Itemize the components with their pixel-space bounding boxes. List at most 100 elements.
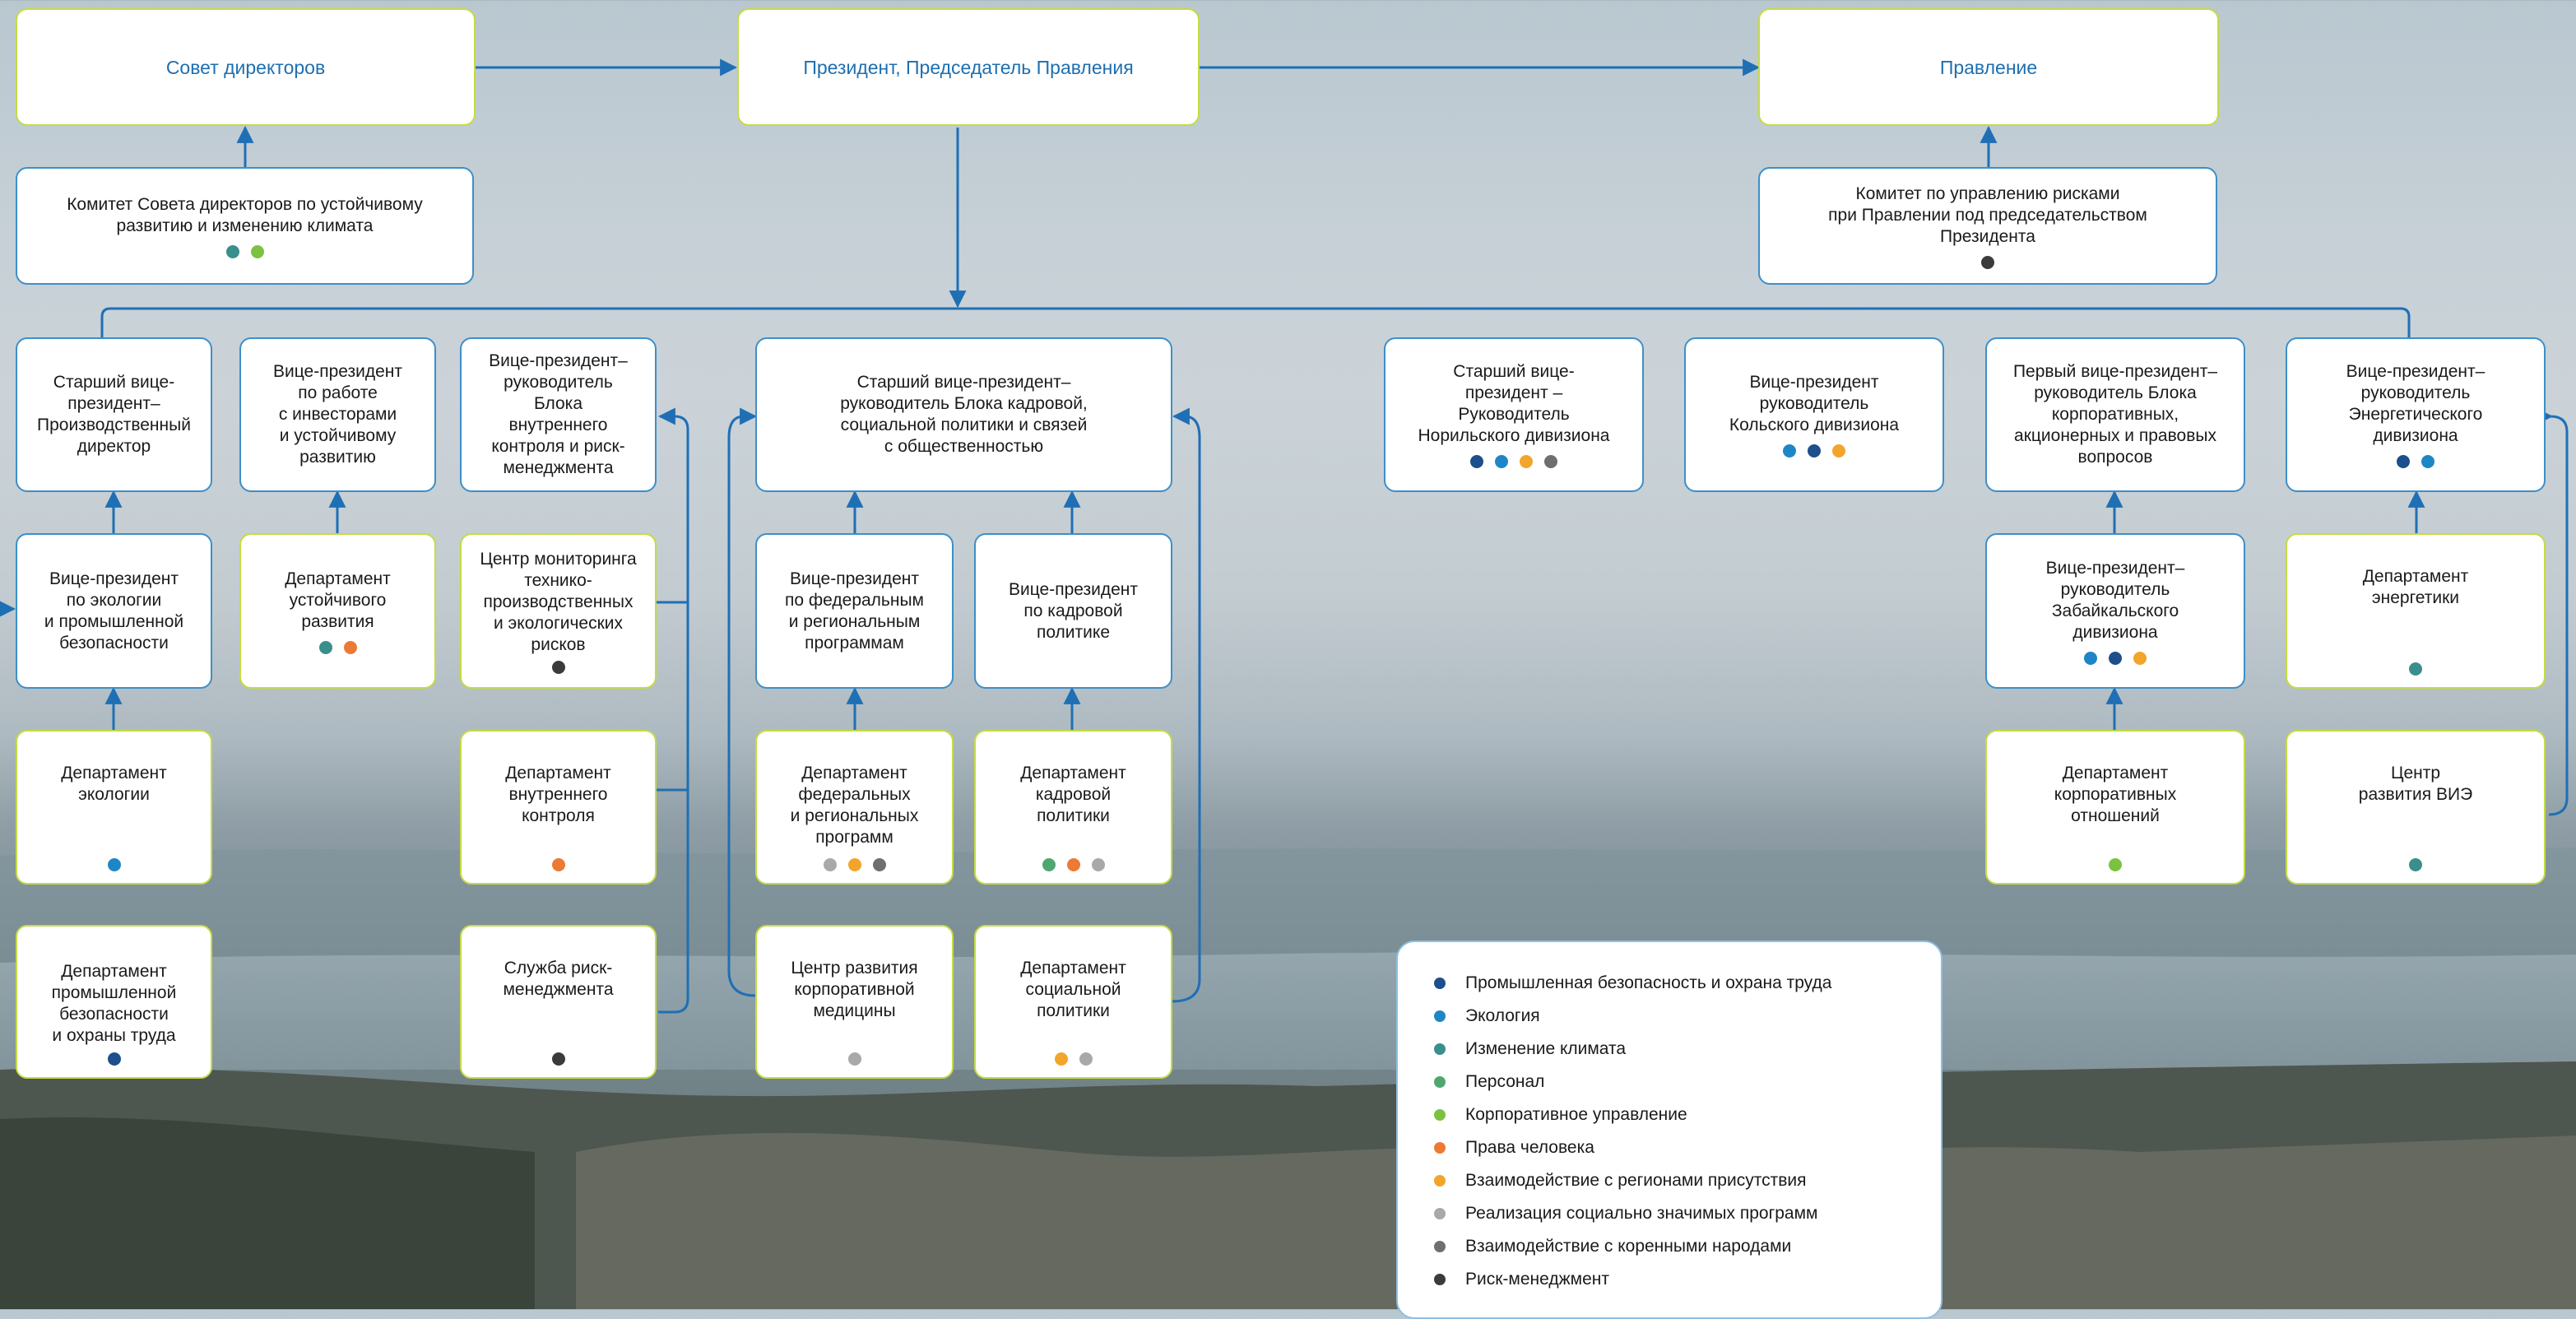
legend-label: Риск-менеджмент (1465, 1270, 1609, 1289)
center-renewables-box: Центр развития ВИЭ (2286, 730, 2546, 885)
legend-label: Взаимодействие с коренными народами (1465, 1237, 1792, 1256)
first-vp-corporate-label: Первый вице-президент– руководитель Блок… (2012, 362, 2218, 467)
legend-label: Персонал (1465, 1072, 1545, 1091)
dept-corporate-relations-box: Департамент корпоративных отношений (1985, 730, 2245, 885)
vp-hr-policy-box: Вице-президент по кадровой политике (974, 533, 1172, 689)
risk-dot (551, 660, 565, 674)
vp-energy-label: Вице-президент– руководитель Энергетичес… (2346, 362, 2485, 445)
governance-dot (2109, 858, 2122, 871)
dept-hr-label: Департамент кадровой политики (1020, 764, 1126, 825)
dept-corporate-relations-label: Департамент корпоративных отношений (2054, 764, 2177, 825)
legend-item-indigenous: Взаимодействие с коренными народами (1434, 1230, 1941, 1263)
legend-item-governance: Корпоративное управление (1434, 1098, 1941, 1131)
regions-dot (847, 858, 861, 871)
dept-internal-control-label: Департамент внутреннего контроля (505, 764, 611, 825)
topic-dots (2397, 455, 2434, 468)
safety-dot (1808, 444, 1821, 457)
center-medicine-box: Центр развития корпоративной медицины (755, 925, 954, 1079)
legend-label: Изменение климата (1465, 1039, 1627, 1058)
vp-kola-box: Вице-президент руководитель Кольского ди… (1684, 337, 1944, 492)
risk-dot (1981, 255, 1994, 269)
first-vp-corporate-box: Первый вице-президент– руководитель Блок… (1985, 337, 2245, 492)
legend-item-ecology: Экология (1434, 1000, 1941, 1033)
social-programs-dot (1091, 858, 1105, 871)
climate-dot (2409, 662, 2422, 676)
vp-hr-policy-label: Вице-президент по кадровой политике (1009, 579, 1138, 642)
vp-ecology-box: Вице-президент по экологии и промышленно… (16, 533, 212, 689)
ecology-dot (2421, 455, 2434, 468)
management-board-label: Правление (1939, 56, 2038, 78)
regions-dot (1520, 455, 1533, 468)
vp-zabaikalsky-box: Вице-президент– руководитель Забайкальск… (1985, 533, 2245, 689)
topic-dots (757, 858, 952, 871)
president-label: Президент, Председатель Правления (803, 56, 1134, 78)
risk-service-box: Служба риск- менеджмента (460, 925, 657, 1079)
legend-label: Промышленная безопасность и охрана труда (1465, 973, 1832, 992)
vp-federal-label: Вице-президент по федеральным и регионал… (785, 569, 924, 653)
safety-dot (2397, 455, 2410, 468)
legend-item-human-rights: Права человека (1434, 1131, 1941, 1164)
safety-dot (1434, 978, 1446, 989)
legend-label: Экология (1465, 1006, 1540, 1025)
legend-item-personnel: Персонал (1434, 1066, 1941, 1098)
svp-hr-box: Старший вице-президент– руководитель Бло… (755, 337, 1172, 492)
legend-item-regions: Взаимодействие с регионами присутствия (1434, 1164, 1941, 1197)
topic-dots (17, 1052, 211, 1066)
ecology-dot (1783, 444, 1796, 457)
topic-dots (551, 660, 565, 674)
topic-dots (757, 1052, 952, 1066)
dept-ecology-label: Департамент экологии (61, 764, 167, 804)
safety-dot (1470, 455, 1483, 468)
dept-energy-box: Департамент энергетики (2286, 533, 2546, 689)
risk-committee-label: Комитет по управлению рисками при Правле… (1828, 183, 2147, 246)
dept-federal-box: Департамент федеральных и региональных п… (755, 730, 954, 885)
vp-zabaikalsky-label: Вице-президент– руководитель Забайкальск… (2045, 558, 2185, 642)
dept-hr-box: Департамент кадровой политики (974, 730, 1172, 885)
regions-dot (1832, 444, 1845, 457)
topic-dots (1987, 858, 2244, 871)
legend-item-social-programs: Реализация социально значимых программ (1434, 1197, 1941, 1230)
dept-internal-control-box: Департамент внутреннего контроля (460, 730, 657, 885)
svp-production-label: Старший вице- президент– Производственны… (37, 373, 191, 456)
legend-label: Взаимодействие с регионами присутствия (1465, 1171, 1807, 1190)
center-medicine-label: Центр развития корпоративной медицины (791, 959, 918, 1020)
legend-item-risk: Риск-менеджмент (1434, 1263, 1941, 1296)
vp-internal-control-label: Вице-президент– руководитель Блока внутр… (489, 351, 628, 477)
personnel-dot (1434, 1076, 1446, 1088)
dept-federal-label: Департамент федеральных и региональных п… (790, 764, 919, 847)
vp-federal-box: Вице-президент по федеральным и регионал… (755, 533, 954, 689)
social-programs-dot (1434, 1208, 1446, 1219)
personnel-dot (1042, 858, 1056, 871)
topic-dots (1470, 455, 1557, 468)
svp-production-box: Старший вице- президент– Производственны… (16, 337, 212, 492)
climate-dot (1434, 1043, 1446, 1055)
legend-item-safety: Промышленная безопасность и охрана труда (1434, 967, 1941, 1000)
svp-norilsk-box: Старший вице- президент – Руководитель Н… (1384, 337, 1644, 492)
president-box: Президент, Председатель Правления (737, 8, 1200, 126)
climate-dot (318, 640, 332, 654)
topic-dots (976, 1052, 1171, 1066)
center-monitoring-box: Центр мониторинга технико- производствен… (460, 533, 657, 689)
human-rights-dot (343, 640, 357, 654)
topic-dots (462, 858, 655, 871)
climate-dot (225, 244, 239, 258)
svp-hr-label: Старший вице-президент– руководитель Бло… (840, 373, 1088, 456)
human-rights-dot (1066, 858, 1080, 871)
landscape-background (0, 848, 2576, 1309)
topic-dots (1783, 444, 1845, 457)
board-committee-label: Комитет Совета директоров по устойчивому… (67, 194, 423, 235)
ecology-dot (2084, 651, 2097, 665)
dept-sustainable-box: Департамент устойчивого развития (239, 533, 436, 689)
safety-dot (2109, 651, 2122, 665)
vp-ecology-label: Вице-президент по экологии и промышленно… (44, 569, 184, 653)
social-programs-dot (847, 1052, 861, 1066)
risk-committee-box: Комитет по управлению рисками при Правле… (1758, 167, 2217, 285)
dept-industrial-safety-label: Департамент промышленной безопасности и … (51, 962, 177, 1045)
topic-dots (318, 640, 357, 654)
board-sustainability-committee-box: Комитет Совета директоров по устойчивому… (16, 167, 474, 285)
safety-dot (107, 1052, 121, 1066)
topic-dots (17, 858, 211, 871)
governance-dot (1434, 1109, 1446, 1121)
regions-dot (1434, 1175, 1446, 1187)
legend-item-climate: Изменение климата (1434, 1033, 1941, 1066)
